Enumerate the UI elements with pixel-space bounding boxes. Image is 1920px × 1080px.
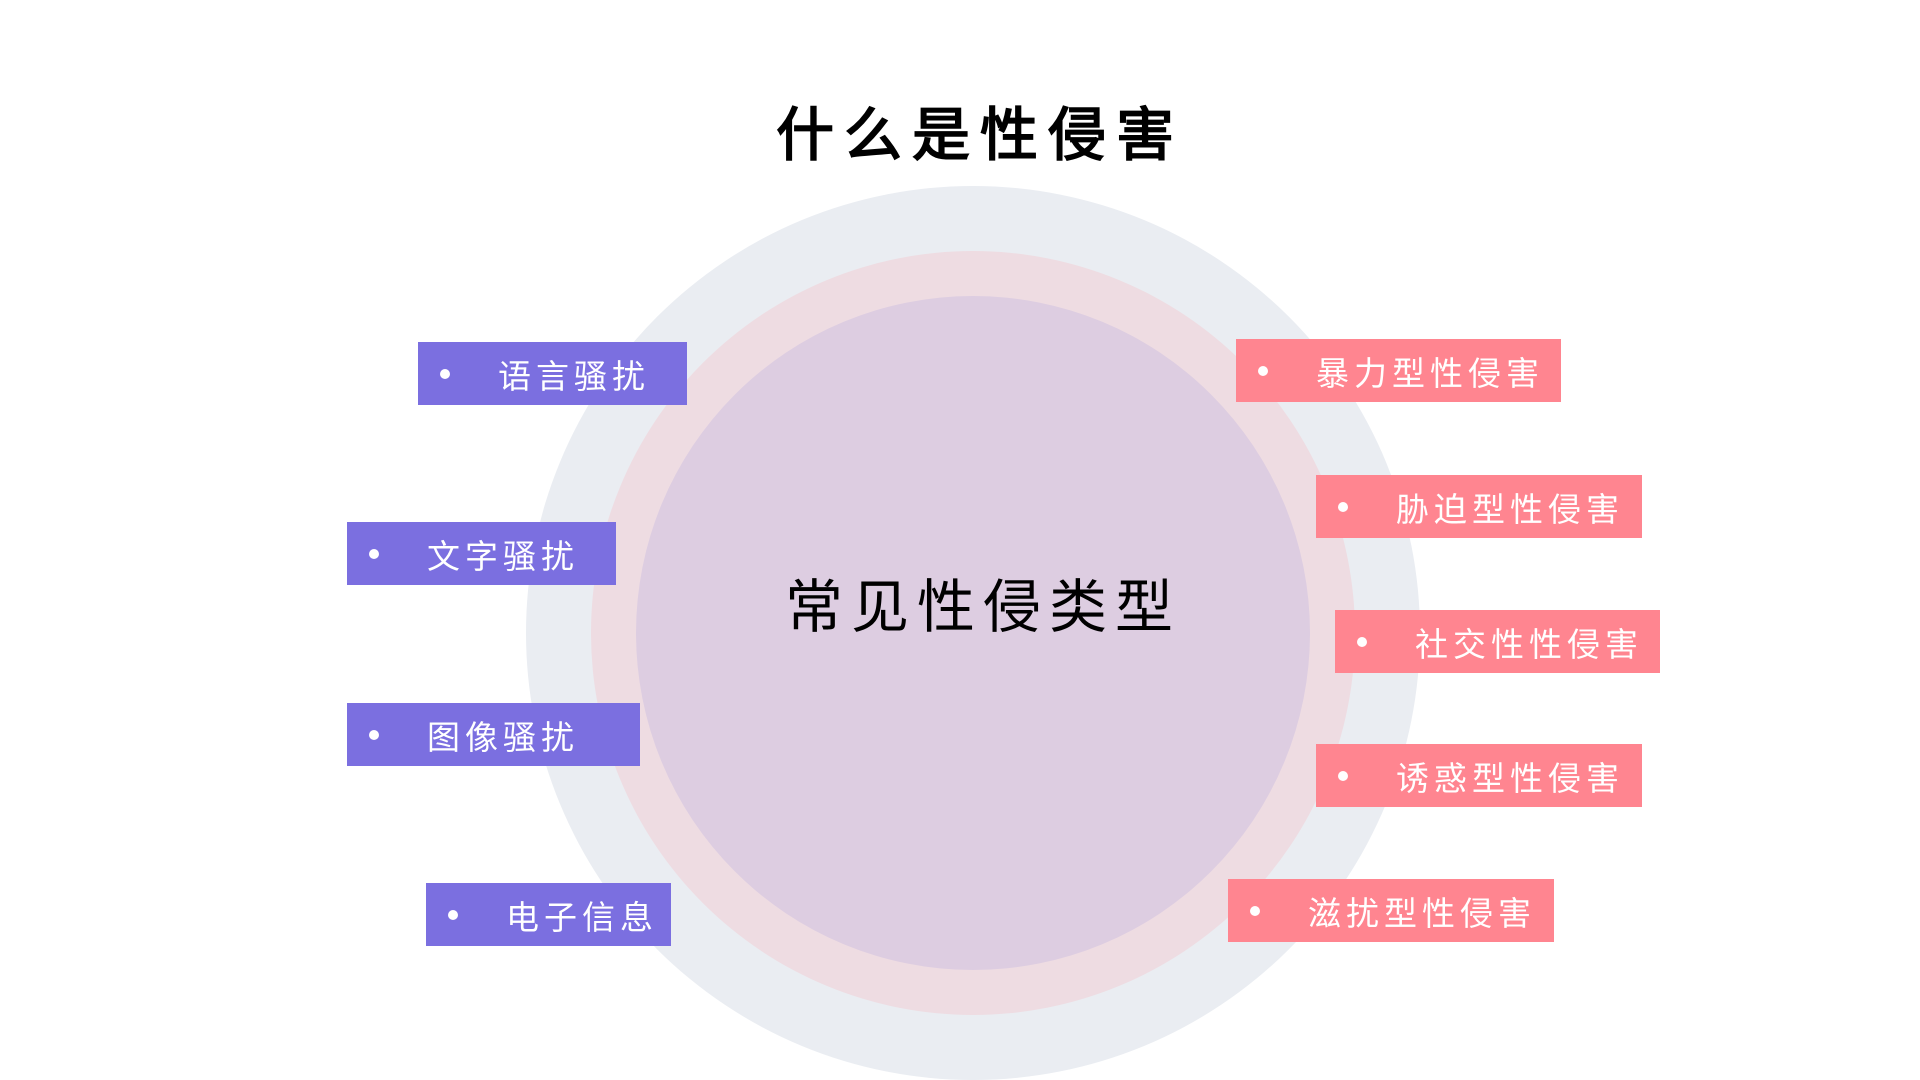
bullet-icon [1338,501,1348,512]
right-item: 社交性性侵害 [1335,610,1660,673]
right-item: 胁迫型性侵害 [1316,475,1642,538]
bullet-icon [1338,770,1348,781]
left-item: 电子信息 [426,883,671,946]
item-label: 胁迫型性侵害 [1396,489,1624,529]
page-title: 什么是性侵害 [775,101,1184,169]
item-label: 电子信息 [506,897,658,937]
bullet-icon [448,909,458,920]
right-item: 滋扰型性侵害 [1228,879,1554,942]
bullet-icon [440,368,450,379]
item-label: 社交性性侵害 [1415,624,1643,664]
left-item: 图像骚扰 [347,703,640,766]
bullet-icon [1250,905,1260,916]
item-label: 滋扰型性侵害 [1308,893,1536,933]
bullet-icon [1258,365,1268,376]
right-item: 暴力型性侵害 [1236,339,1561,402]
item-label: 语言骚扰 [498,356,650,396]
right-item: 诱惑型性侵害 [1316,744,1642,807]
left-item: 语言骚扰 [418,342,687,405]
inner-circle [636,296,1310,970]
bullet-icon [1357,636,1367,647]
item-label: 诱惑型性侵害 [1396,758,1624,798]
bullet-icon [369,729,379,740]
item-label: 暴力型性侵害 [1316,353,1544,393]
item-label: 图像骚扰 [427,717,579,757]
bullet-icon [369,548,379,559]
center-label: 常见性侵类型 [784,573,1181,641]
item-label: 文字骚扰 [427,536,579,576]
left-item: 文字骚扰 [347,522,616,585]
